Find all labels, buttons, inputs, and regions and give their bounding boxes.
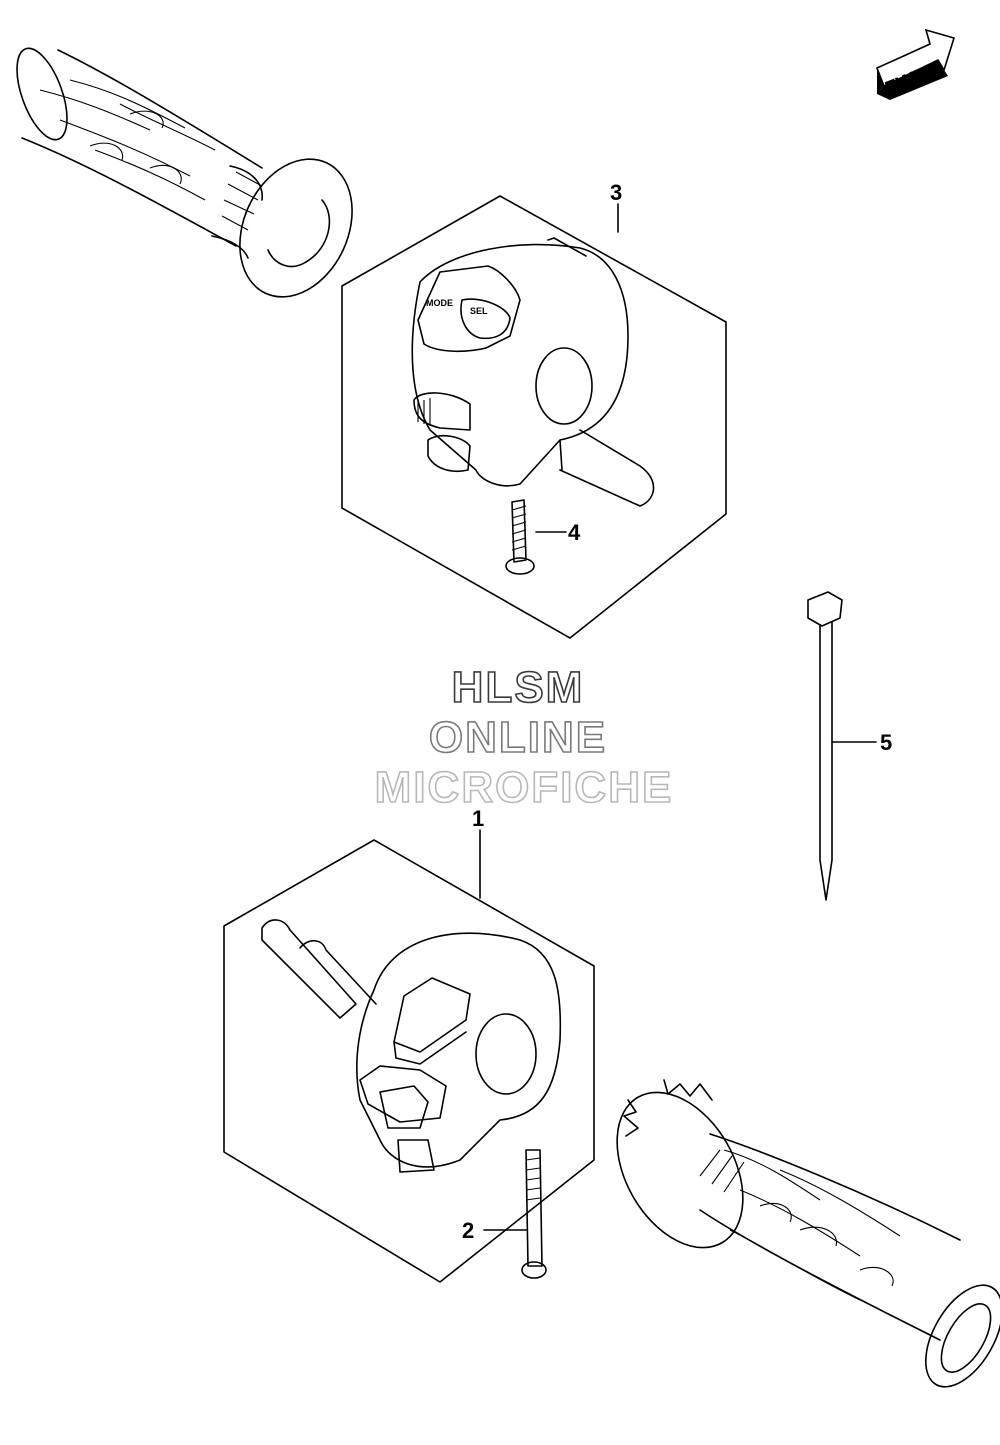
sel-button-label: SEL [470,306,488,316]
callout-5: 5 [880,730,892,755]
mode-button-label: MODE [426,298,453,308]
watermark: HLSM ONLINE MICROFICHE [374,662,674,813]
left-grip [16,47,353,298]
watermark-line-1: HLSM [452,663,585,712]
watermark-line-2: ONLINE [429,713,607,762]
screw-part-4 [505,499,535,575]
left-switch-housing [261,919,562,1173]
watermark-line-3: MICROFICHE [375,763,674,812]
callout-2: 2 [462,1218,474,1243]
leader-lines [479,203,877,1231]
assembly-frame-upper [341,195,727,639]
cable-tie-part-5 [807,591,843,901]
fwd-arrow-icon: FWD [875,28,956,100]
callout-3: 3 [610,180,622,205]
assembly-frame-lower [223,839,595,1283]
screw-part-2 [521,1149,547,1279]
right-grip [616,1079,1000,1388]
callout-4: 4 [568,520,581,545]
right-switch-housing: MODE SEL [411,237,655,507]
callout-1: 1 [472,806,484,831]
